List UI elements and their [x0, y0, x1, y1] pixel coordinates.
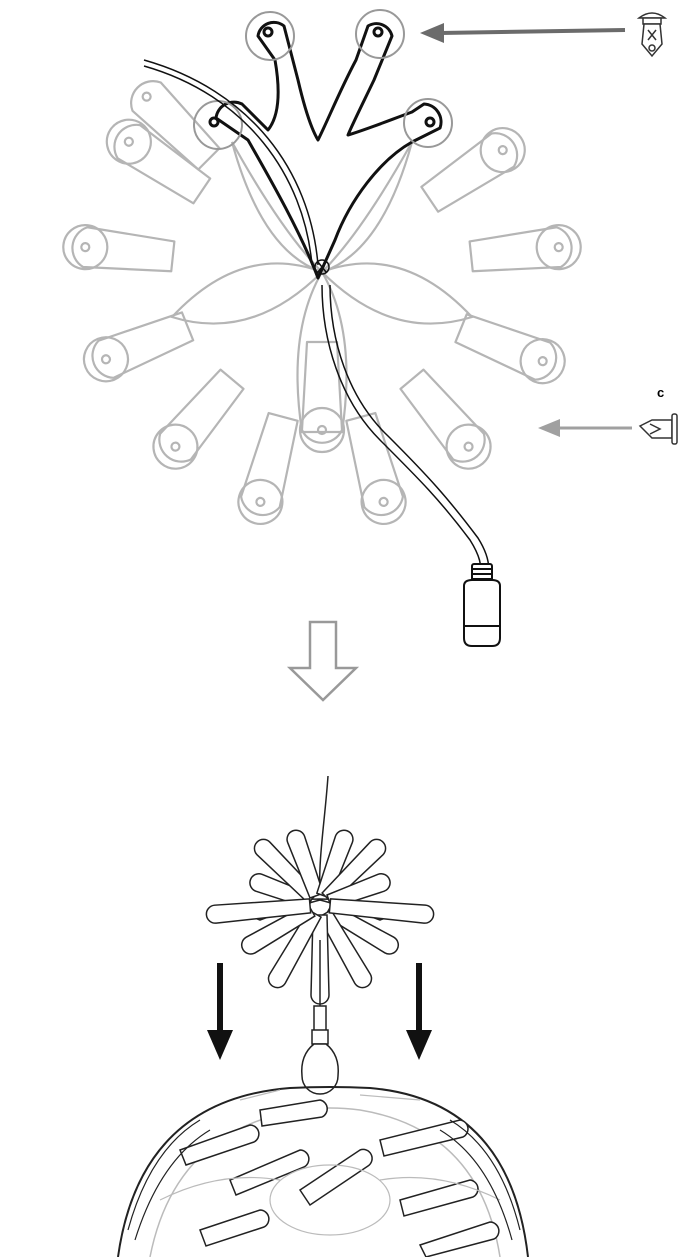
push-pin-clip-icon [638, 413, 678, 445]
push-rivet-clip-icon [636, 12, 668, 58]
flat-shade-section: c [60, 9, 678, 647]
sphere-shade [117, 1086, 529, 1257]
clip-c-label: c [657, 385, 664, 400]
hollow-down-arrow-icon [286, 620, 360, 702]
arrow-to-top-clips [420, 23, 626, 43]
lower-arrow-right [406, 963, 432, 1060]
lamp-socket-icon [463, 563, 501, 647]
arrow-to-side-clip [538, 419, 632, 437]
assembled-lamp-section [117, 775, 529, 1257]
lower-arrow-left [207, 963, 233, 1060]
power-cord [143, 59, 490, 576]
light-bulb-icon [301, 940, 339, 1095]
dome-canopy [205, 829, 435, 1005]
